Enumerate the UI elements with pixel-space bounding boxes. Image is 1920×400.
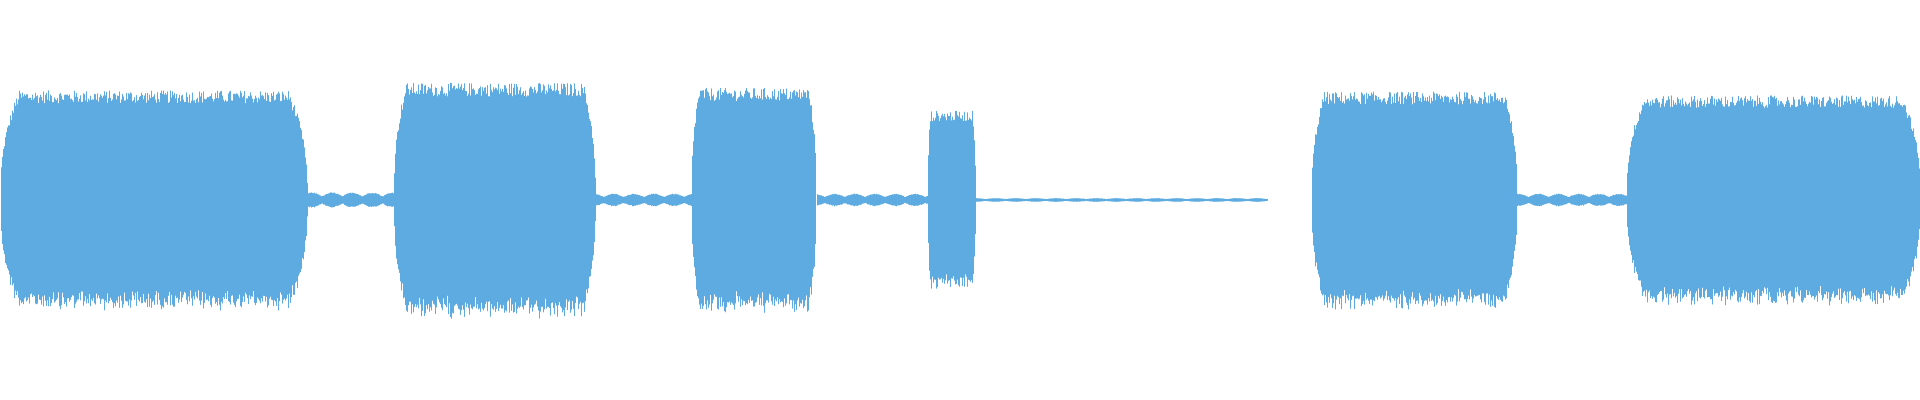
waveform-bars bbox=[1, 82, 1920, 319]
